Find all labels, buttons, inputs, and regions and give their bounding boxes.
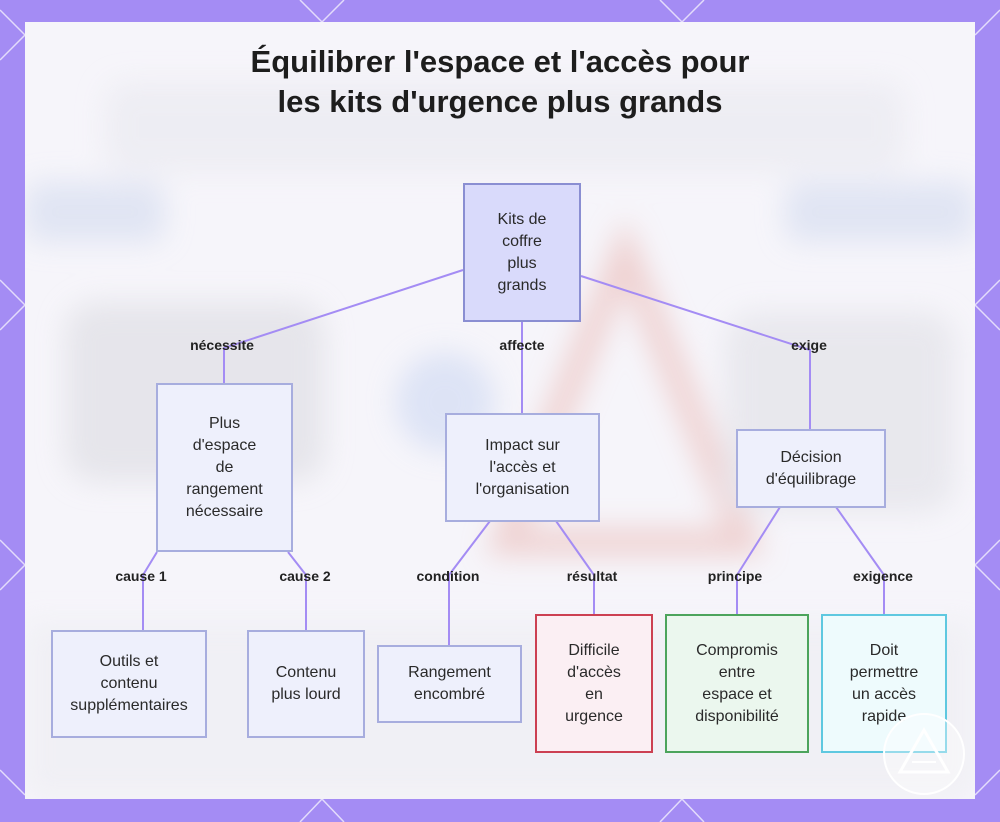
edge-label-result: résultat (567, 568, 618, 584)
node-impact: Impact sur l'accès et l'organisation (445, 413, 600, 522)
node-hard-access: Difficile d'accès en urgence (535, 614, 653, 753)
node-decision: Décision d'équilibrage (736, 429, 886, 508)
node-tools: Outils et contenu supplémentaires (51, 630, 207, 738)
warning-triangle-logo-icon (882, 712, 966, 796)
edge-root-storage (224, 270, 463, 383)
edge-label-requires: nécessite (190, 337, 254, 353)
node-root: Kits de coffre plus grands (463, 183, 581, 322)
edge-label-requirement: exigence (853, 568, 913, 584)
node-heavier: Contenu plus lourd (247, 630, 365, 738)
edge-label-principle: principe (708, 568, 762, 584)
edge-decision-compromise (737, 507, 780, 614)
edge-storage-heavier (288, 552, 306, 630)
edge-label-affects: affecte (499, 337, 544, 353)
edge-label-cause1: cause 1 (115, 568, 166, 584)
node-cluttered: Rangement encombré (377, 645, 522, 723)
node-storage: Plus d'espace de rangement nécessaire (156, 383, 293, 552)
edge-label-cause2: cause 2 (279, 568, 330, 584)
edge-root-decision (581, 276, 810, 429)
edge-label-demands: exige (791, 337, 827, 353)
edge-storage-tools (143, 552, 157, 630)
node-compromise: Compromis entre espace et disponibilité (665, 614, 809, 753)
edge-label-condition: condition (417, 568, 480, 584)
edge-decision-quick (836, 507, 884, 614)
